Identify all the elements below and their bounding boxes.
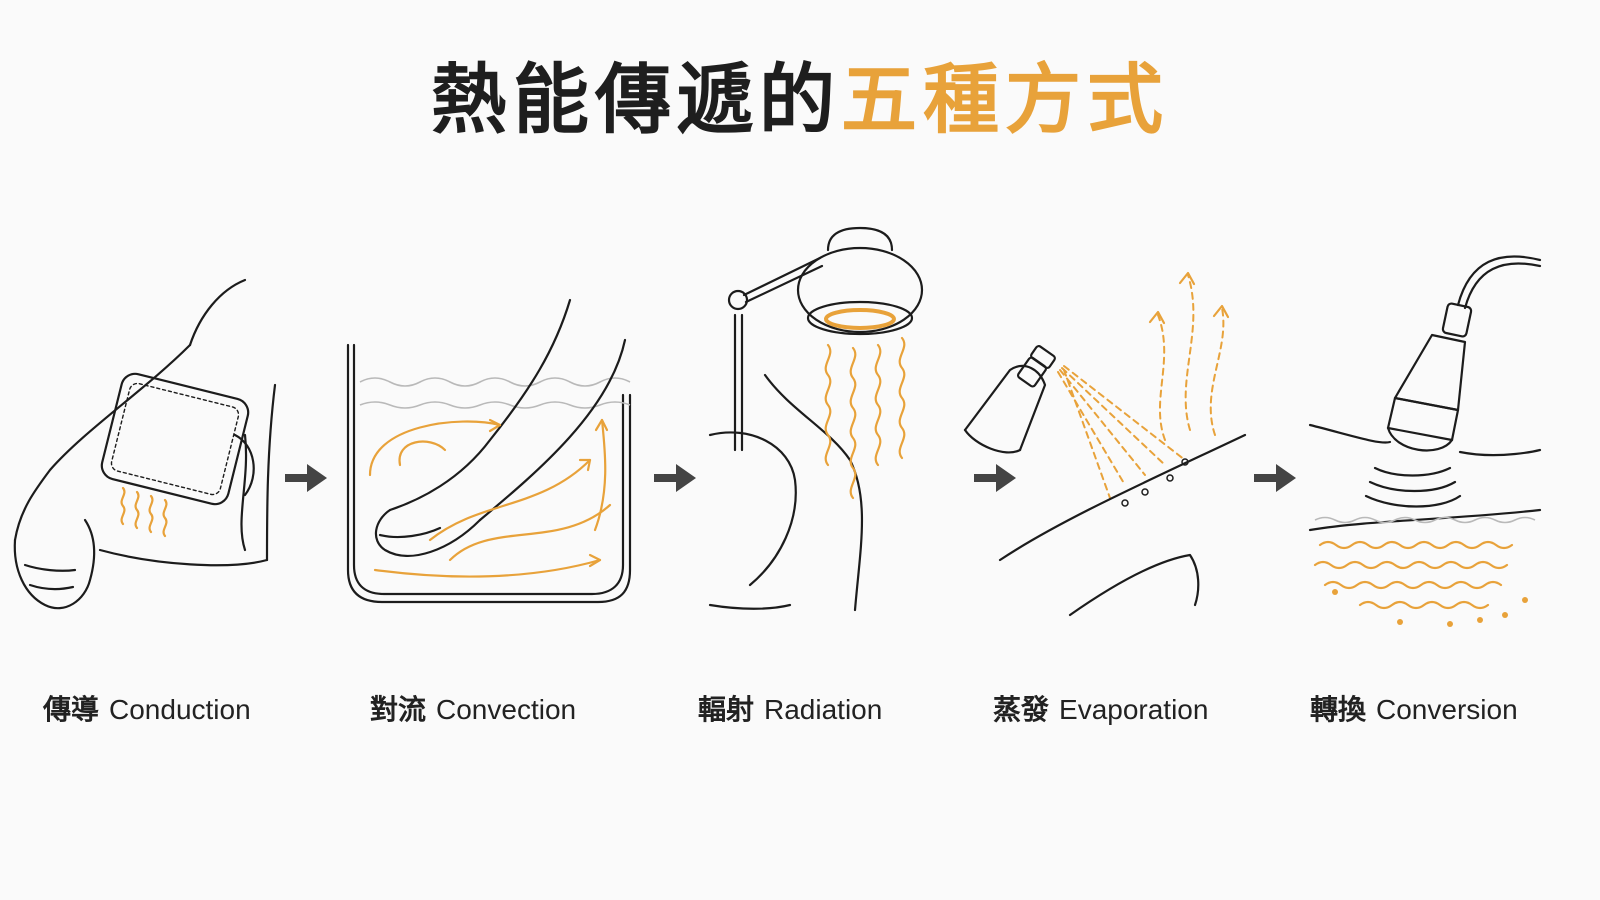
title-accent-part: 五種方式 <box>841 55 1169 144</box>
heat-pack-on-arm-icon <box>13 278 277 610</box>
label-radiation-en: Radiation <box>764 694 883 725</box>
label-conduction: 傳導 Conduction <box>43 688 251 728</box>
cooling-spray-on-skin-icon <box>963 271 1247 617</box>
arrow-icon <box>1252 460 1298 496</box>
page-title: 熱能傳遞的五種方式 <box>0 55 1600 145</box>
label-radiation: 輻射 Radiation <box>698 688 882 728</box>
label-evaporation-zh: 蒸發 <box>993 693 1050 726</box>
label-evaporation-en: Evaporation <box>1059 694 1209 725</box>
label-conduction-zh: 傳導 <box>43 693 100 726</box>
label-convection-en: Convection <box>436 694 577 725</box>
panel-radiation <box>708 220 1000 640</box>
label-conversion: 轉換 Conversion <box>1310 688 1518 728</box>
arrow-icon <box>972 460 1018 496</box>
label-evaporation: 蒸發 Evaporation <box>993 688 1208 728</box>
panel-conduction <box>5 220 295 640</box>
hand-in-water-bath-icon <box>346 298 632 604</box>
panel-convection <box>340 220 632 640</box>
arrow-icon <box>283 460 329 496</box>
title-dark-part: 熱能傳遞的 <box>431 55 841 144</box>
heat-lamp-on-shoulder-icon <box>708 226 924 612</box>
panel-evaporation <box>963 220 1290 640</box>
label-conversion-zh: 轉換 <box>1310 693 1367 726</box>
ultrasound-probe-on-tissue-icon <box>1308 255 1542 627</box>
panel-conversion <box>1300 220 1590 640</box>
arrow-icon <box>652 460 698 496</box>
label-convection: 對流 Convection <box>370 688 576 728</box>
label-convection-zh: 對流 <box>370 693 427 726</box>
label-conversion-en: Conversion <box>1376 694 1518 725</box>
label-conduction-en: Conduction <box>109 694 251 725</box>
label-radiation-zh: 輻射 <box>698 693 755 726</box>
